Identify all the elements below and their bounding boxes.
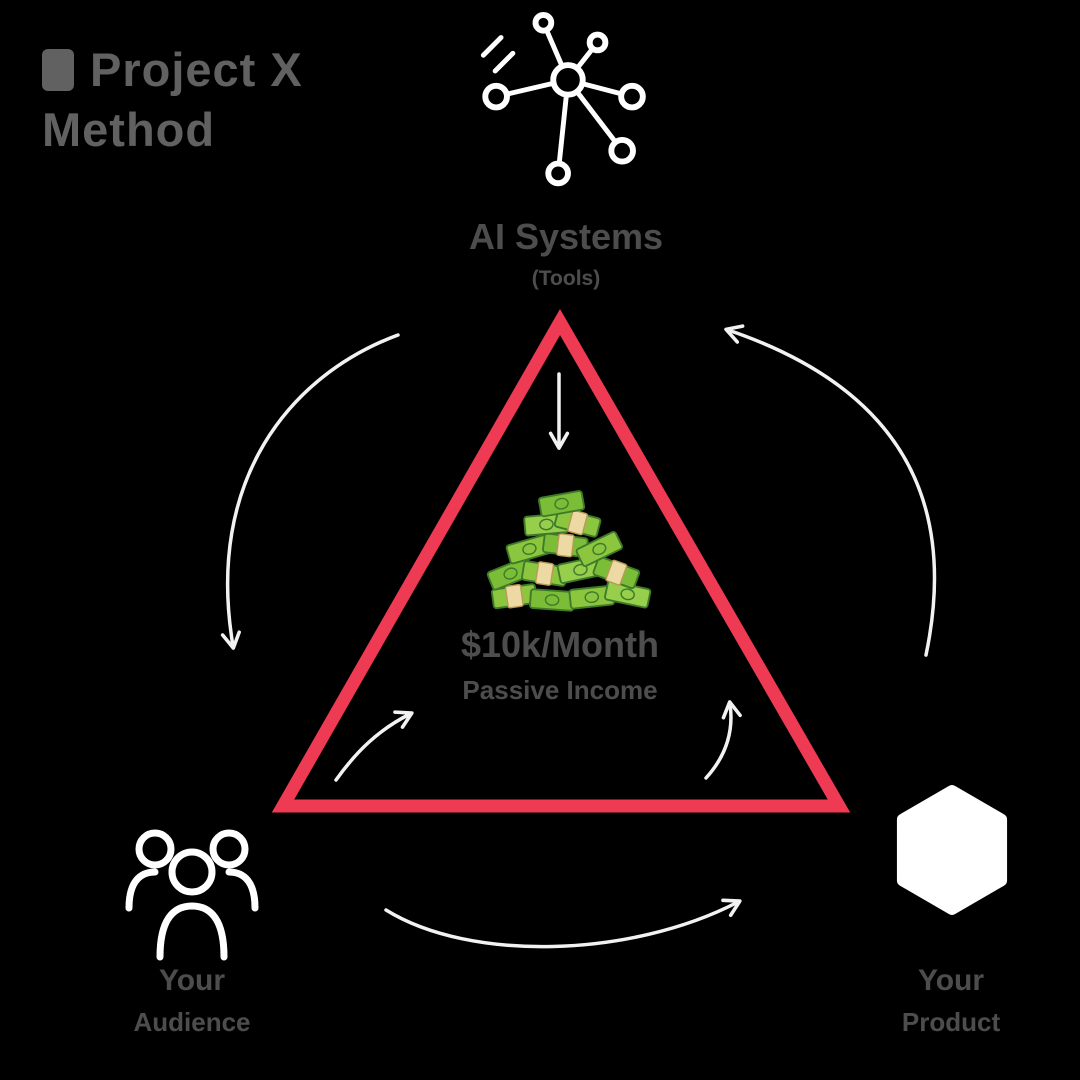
label-bottom-right-node: Your Product (902, 964, 1000, 1038)
arrow-arc-right (724, 324, 937, 657)
label-br-line2: Product (901, 1007, 1001, 1037)
label-center-line2: Passive Income (462, 675, 658, 705)
label-br-line1: Your (917, 964, 985, 997)
people-group-icon (125, 829, 259, 961)
page-title: Project X Method (42, 40, 303, 160)
page-title-text1: Project X (90, 43, 303, 96)
label-center-line1: $10k/Month (460, 624, 660, 665)
money-pile-icon (486, 490, 652, 612)
label-top-line1: AI Systems (468, 216, 664, 257)
label-bl-line2: Audience (133, 1007, 251, 1037)
network-nodes-icon (480, 11, 646, 187)
block-bullet-icon (42, 49, 74, 91)
label-bottom-left-node: Your Audience (133, 964, 250, 1038)
label-bl-line1: Your (158, 964, 226, 997)
label-center-node: $10k/Month Passive Income (461, 624, 659, 706)
hexagon-box-icon (896, 785, 1008, 915)
arrow-inner-left (334, 710, 414, 782)
arrow-arc-left (220, 333, 400, 650)
triangle-outline (271, 308, 851, 813)
page-title-line1: Project X (42, 40, 303, 100)
label-top-line2: (Tools) (531, 267, 601, 290)
arrow-arc-bottom (384, 898, 742, 949)
arrow-inner-right (704, 700, 742, 780)
page-title-text2: Method (42, 103, 216, 157)
label-top-node: AI Systems (Tools) (469, 216, 663, 291)
